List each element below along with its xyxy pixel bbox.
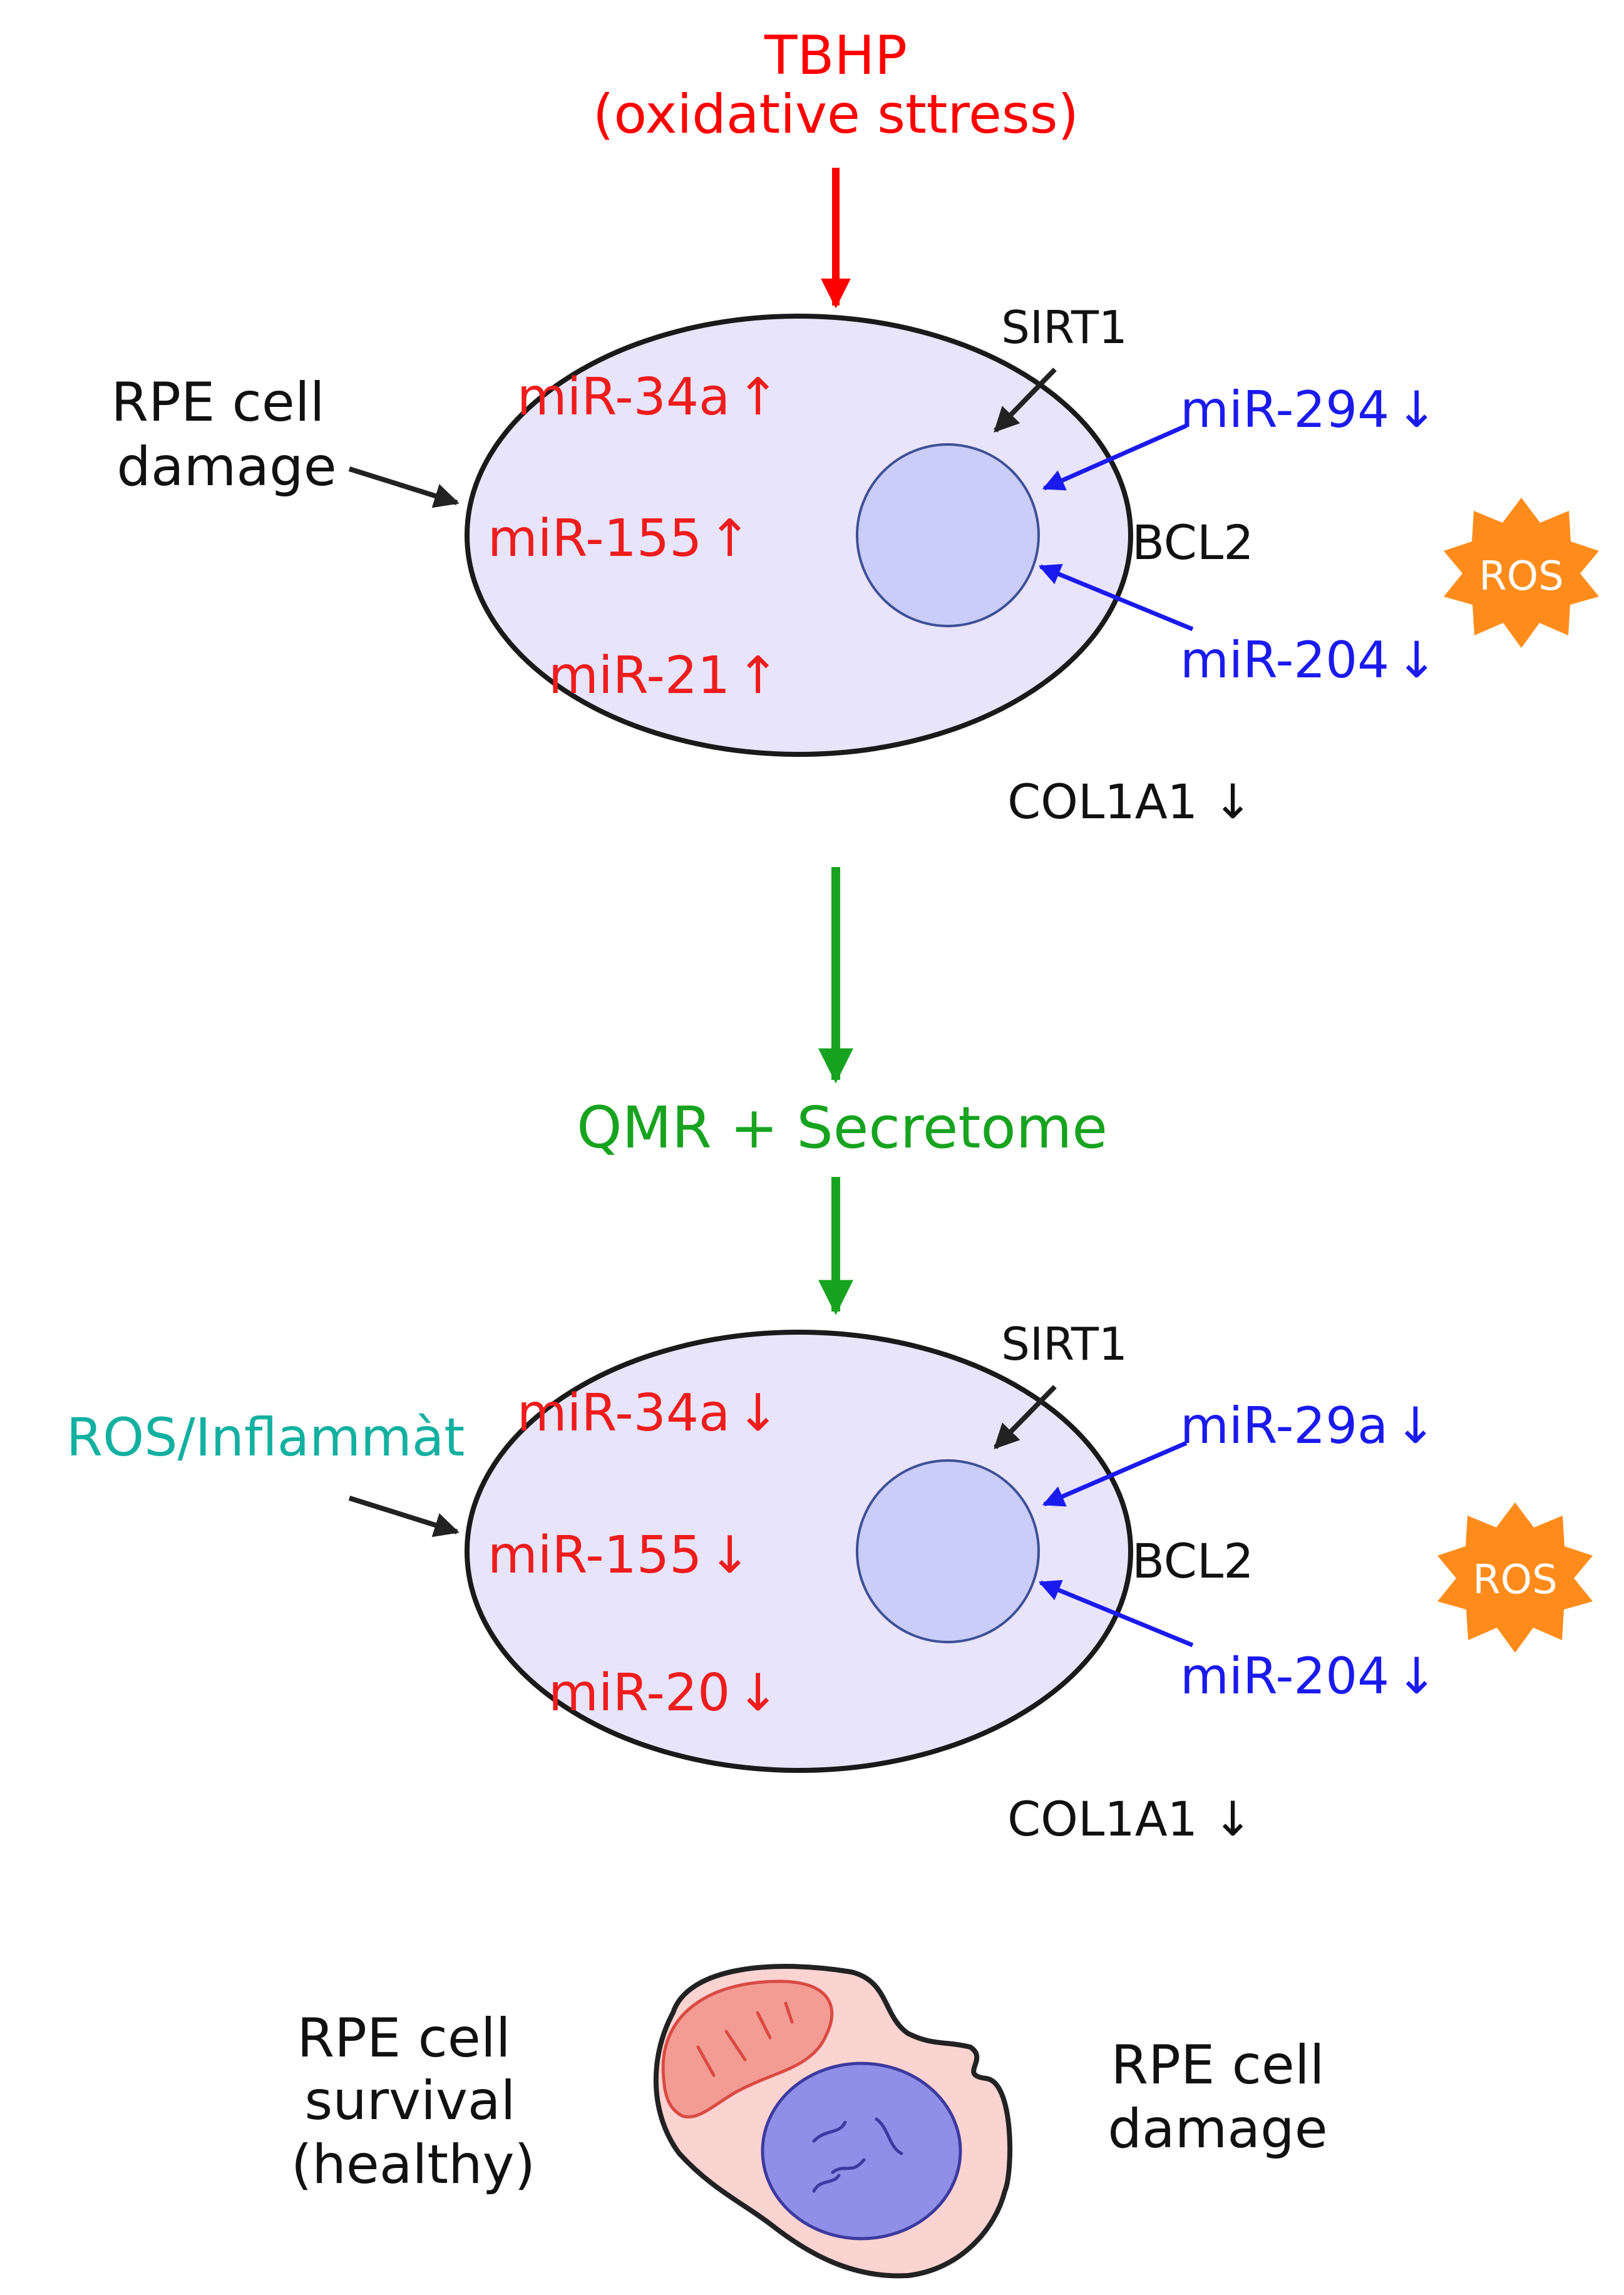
sirt1-arrow-bottom [994, 1385, 1057, 1449]
mirna-204-down-bottom: miR-204↓ [1180, 1647, 1437, 1705]
sirt1-arrow-top [994, 367, 1057, 433]
mirna-29a-down: miR-29a↓ [1180, 1397, 1436, 1455]
nucleus-bottom [856, 1459, 1040, 1643]
mirna-21-up: miR-21↑ [548, 646, 779, 706]
mirna-294-down: miR-294↓ [1180, 381, 1437, 439]
mirna-20-down: miR-20↓ [548, 1663, 779, 1723]
mirna-29a-arrow [1042, 1440, 1188, 1507]
rpe-cell-top [465, 314, 1133, 757]
rpe-cell-bottom [465, 1330, 1133, 1773]
bcl2-label-top: BCL2 [1132, 515, 1254, 570]
mirna-204-down-top: miR-204↓ [1180, 631, 1437, 689]
nucleus-illustration [761, 2061, 962, 2241]
ros-burst-bottom [1437, 1502, 1593, 1653]
damage-arrow-top [348, 466, 460, 508]
mirna-204-arrow-top [1038, 563, 1194, 632]
mirna-34a-up: miR-34a↑ [517, 367, 779, 427]
outcome-section: RPE cell survival (healthy) RPE cell dam… [291, 1964, 1328, 2279]
ros-inflammation-label: ROS/Inflammàt [66, 1407, 465, 1468]
bcl2-label-bottom: BCL2 [1132, 1533, 1254, 1589]
mitochondrion-cristae [696, 2001, 794, 2077]
stressor-name: TBHP [764, 24, 907, 87]
nucleus-top [856, 443, 1040, 627]
mirna-204-arrow-bottom [1038, 1579, 1194, 1648]
damage-arrow-bottom [348, 1496, 460, 1538]
sirt1-label-bottom: SIRT1 [1001, 1318, 1128, 1370]
outcome-damage-line1: RPE cell [1111, 2034, 1324, 2097]
rpe-cell-illustration [653, 1964, 1013, 2279]
top-panel: RPE cell damage miR-34a↑ miR-155↑ miR-21… [111, 301, 1599, 829]
chromatin-marks [812, 2117, 903, 2193]
ros-burst-top [1444, 498, 1599, 648]
rpe-damage-label-line1: RPE cell [111, 371, 324, 434]
survival-label-line2: survival [305, 2070, 516, 2132]
mirna-34a-down: miR-34a↓ [517, 1384, 779, 1443]
ros-label-top: ROS [1479, 553, 1563, 600]
survival-label-line1: RPE cell [297, 2007, 510, 2070]
col1a1-label-top: COL1A1 ↓ [1007, 774, 1253, 829]
survival-label-line3: (healthy) [291, 2133, 535, 2196]
outcome-damage-line2: damage [1108, 2098, 1327, 2160]
mirna-155-up: miR-155↑ [488, 509, 751, 568]
sirt1-label-top: SIRT1 [1001, 301, 1128, 354]
mirna-155-down: miR-155↓ [488, 1526, 751, 1585]
col1a1-label-bottom: COL1A1 ↓ [1007, 1791, 1253, 1847]
mirna-294-arrow [1042, 423, 1188, 491]
stressor-description: (oxidative sttress) [593, 83, 1079, 146]
treatment-label: QMR + Secretome [577, 1094, 1108, 1161]
ros-label-bottom: ROS [1472, 1557, 1557, 1603]
rpe-damage-label-line2: damage [116, 436, 336, 498]
bottom-panel: ROS/Inflammàt miR-34a↓ miR-155↓ miR-20↓ … [66, 1318, 1593, 1847]
